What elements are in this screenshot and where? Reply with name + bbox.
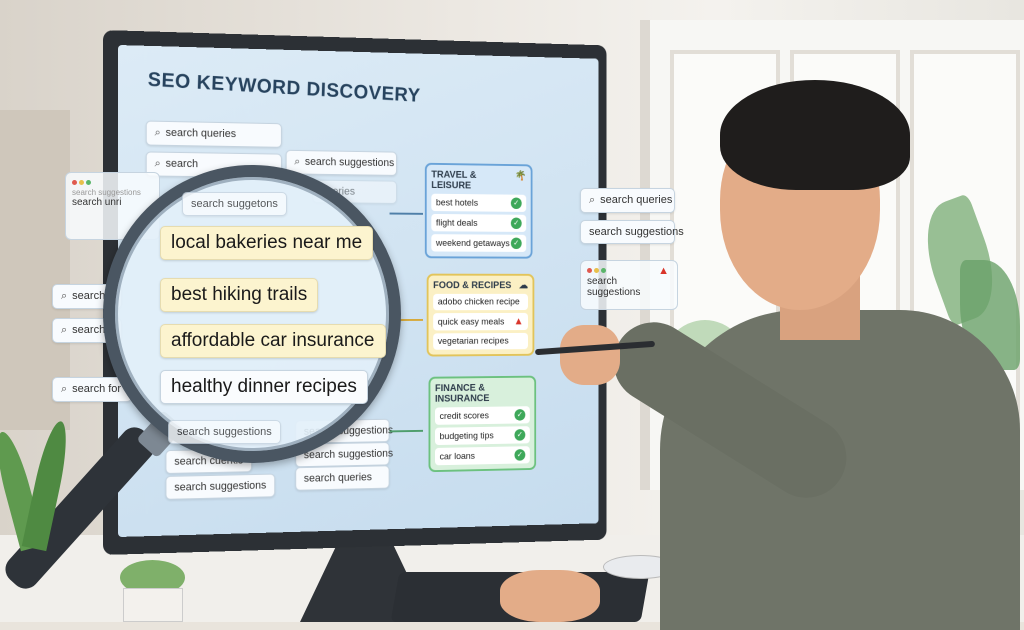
search-icon: ⌕ xyxy=(154,157,161,170)
shelf xyxy=(0,110,70,430)
category-title: FOOD & RECIPES xyxy=(433,280,512,291)
search-icon: ⌕ xyxy=(61,383,68,395)
floating-panel-right: ▲ search suggestions xyxy=(580,260,678,310)
search-icon: ⌕ xyxy=(154,126,161,139)
keyword-item[interactable]: best hotels✓ xyxy=(431,193,527,212)
keyword-item[interactable]: car loans✓ xyxy=(435,446,530,466)
page-title: SEO KEYWORD DISCOVERY xyxy=(147,68,421,107)
search-chip[interactable]: search suggestions xyxy=(580,220,684,244)
magnified-keyword: local bakeries near me xyxy=(160,226,374,260)
category-travel: TRAVEL & LEISURE 🌴 best hotels✓ flight de… xyxy=(424,162,533,259)
category-title: TRAVEL & LEISURE xyxy=(431,169,477,192)
search-icon: ⌕ xyxy=(61,290,68,302)
magnified-keyword: healthy dinner recipes xyxy=(160,370,368,404)
keyword-item[interactable]: budgeting tips✓ xyxy=(435,426,530,446)
chef-hat-icon: ☁ xyxy=(518,280,529,291)
keyword-item[interactable]: quick easy meals▲ xyxy=(433,312,529,331)
warning-icon: ▲ xyxy=(513,315,524,328)
magnified-keyword: affordable car insurance xyxy=(160,324,386,358)
search-chip[interactable]: search suggetons xyxy=(182,192,287,216)
magnified-keyword: best hiking trails xyxy=(160,278,319,312)
check-icon: ✓ xyxy=(510,237,522,250)
plant-left xyxy=(0,418,90,552)
keyword-item[interactable]: credit scores✓ xyxy=(435,406,530,425)
check-icon: ✓ xyxy=(514,429,526,441)
window-dots: ▲ xyxy=(587,265,671,277)
arrow-travel xyxy=(389,212,423,215)
category-food: FOOD & RECIPES ☁ adobo chicken recipe qui… xyxy=(426,273,535,357)
search-chip[interactable]: search suggestions xyxy=(168,420,281,444)
search-chip[interactable]: ⌕search queries xyxy=(580,188,675,213)
hand xyxy=(560,325,620,385)
keyword-item[interactable]: weekend getaways✓ xyxy=(431,234,527,252)
arrow-finance xyxy=(389,429,423,433)
search-chip[interactable]: ⌕search for xyxy=(52,377,132,402)
hand-mouse xyxy=(500,570,600,622)
search-icon: ⌕ xyxy=(294,155,301,168)
check-icon: ✓ xyxy=(510,217,522,230)
category-finance: FINANCE & INSURANCE credit scores✓ budge… xyxy=(428,375,537,473)
search-chip[interactable]: search suggestions xyxy=(165,473,275,500)
palm-tree-icon: 🌴 xyxy=(514,170,527,182)
warning-icon: ▲ xyxy=(658,265,669,277)
succulent xyxy=(115,560,190,622)
window-dots xyxy=(72,177,153,188)
search-icon: ⌕ xyxy=(61,324,68,336)
shield-check-icon: ✓ xyxy=(514,449,526,461)
hair xyxy=(720,80,910,190)
category-title: FINANCE & INSURANCE xyxy=(435,382,490,405)
keyword-item[interactable]: adobo chicken recipe xyxy=(433,293,529,311)
keyword-item[interactable]: flight deals✓ xyxy=(431,213,527,232)
search-chip[interactable]: ⌕search suggestions xyxy=(285,149,398,176)
search-chip[interactable]: search queries xyxy=(295,465,390,491)
search-icon: ⌕ xyxy=(589,194,596,206)
search-chip[interactable]: ⌕search queries xyxy=(145,120,282,148)
keyword-item[interactable]: vegetarian recipes xyxy=(433,332,529,350)
check-icon: ✓ xyxy=(510,197,522,210)
check-icon: ✓ xyxy=(514,409,526,421)
